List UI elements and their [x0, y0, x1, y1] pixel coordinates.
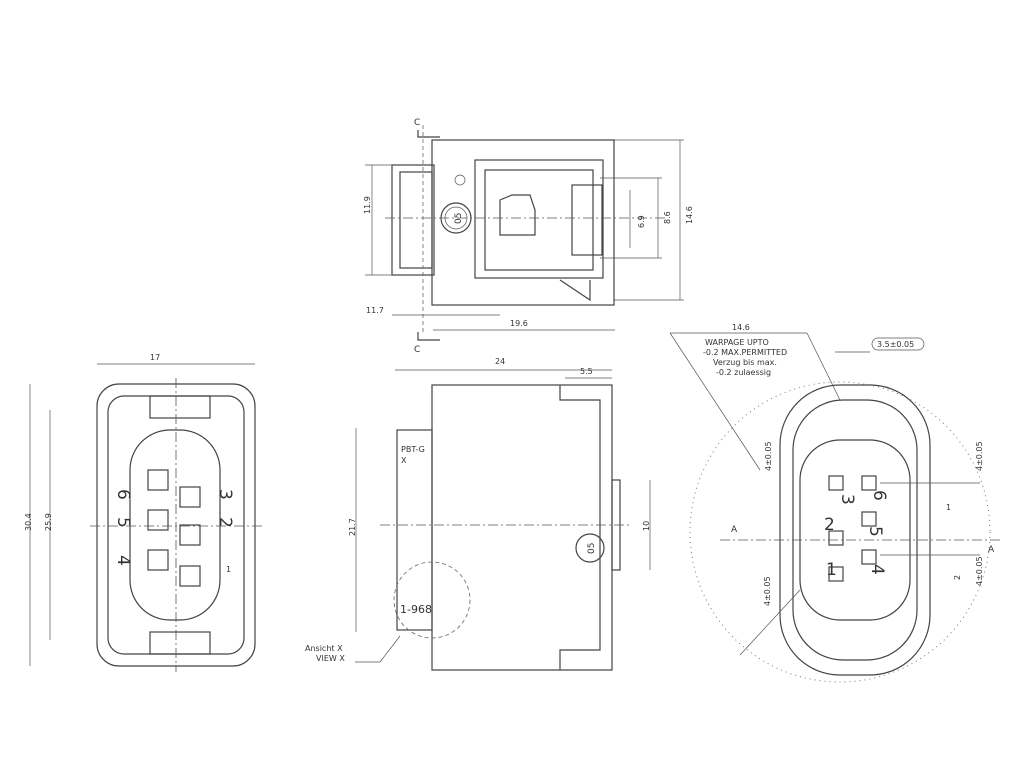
section-a-right: A: [988, 545, 995, 555]
detail-pin-label-5: 5: [865, 526, 885, 537]
detail-pin-5: [861, 511, 877, 527]
detail-dim-pitch: 3.5±0.05: [877, 340, 914, 349]
pin-label-6: 6: [113, 489, 133, 500]
warpage-note-3: Verzug bis max.: [713, 358, 777, 367]
callout-en: VIEW X: [316, 654, 345, 663]
detail-pin-label-3: 3: [837, 494, 857, 505]
detail-cavity: [799, 439, 911, 621]
detail-leader: [739, 589, 801, 656]
callout-leader: [355, 635, 401, 663]
side-dial-icon: [575, 533, 605, 563]
top-lock-tab: [499, 194, 536, 236]
dim-height-left: 11.9: [363, 196, 372, 214]
detail-pin-2: [828, 530, 844, 546]
pin-label-3: 3: [215, 489, 235, 500]
top-view: 05 C C 11.9 6.9 8.6 14.6 11.7 19.6: [363, 118, 694, 355]
detail-tol-left-top: 4±0.05: [764, 441, 773, 471]
top-hole: [454, 174, 466, 186]
detail-tol-right-bottom: 4±0.05: [975, 556, 984, 586]
warpage-leader: [669, 332, 841, 471]
front-view: 6 5 4 3 2 1 17 30.4 25.9: [24, 353, 265, 672]
warpage-note-2: -0.2 MAX.PERMITTED: [703, 348, 787, 357]
pin-label-5: 5: [113, 517, 133, 528]
dim-inner-2: 8.6: [663, 211, 672, 224]
detail-pin-4: [861, 549, 877, 565]
side-step: [559, 385, 601, 670]
front-latch-top: [149, 395, 211, 419]
warpage-note-4: -0.2 zulaessig: [716, 368, 771, 377]
dim-step: 5.5: [580, 367, 593, 376]
front-pin-cavity: [129, 429, 221, 621]
dim-height-side: 21.7: [348, 518, 357, 536]
top-latch: [391, 164, 435, 276]
detail-dim-width: 14.6: [732, 323, 750, 332]
detail-view: 3 2 1 6 5 4 A A 14.6 WARPAGE UPTO -0.2 M…: [669, 323, 1000, 683]
section-c-top-arrow: [417, 130, 440, 138]
front-pins: [147, 469, 201, 587]
side-view: PBT-G X 1-968 05 24 5.5 21.7 10 Ansicht …: [305, 357, 651, 671]
section-c-bottom-label: C: [414, 345, 420, 355]
detail-pin-6: [861, 475, 877, 491]
detail-circle: [393, 561, 471, 639]
top-rib: [571, 184, 603, 256]
section-c-top-label: C: [414, 118, 420, 128]
dim-window: 10: [642, 521, 651, 531]
view-marker: X: [401, 456, 407, 465]
detail-inner: [792, 399, 918, 661]
dim-length: 19.6: [510, 319, 528, 328]
top-latch-inner: [399, 171, 433, 269]
top-window-inner: [484, 169, 594, 271]
dim-height-inner: 25.9: [44, 513, 53, 531]
dim-inner-1: 6.9: [637, 215, 646, 228]
detail-pins: [828, 475, 877, 582]
dim-offset: 11.7: [366, 306, 384, 315]
pin-5: [147, 509, 169, 531]
side-dial-label: 05: [587, 543, 597, 554]
front-latch-bottom: [149, 631, 211, 655]
dim-height-outer: 30.4: [24, 513, 33, 531]
dim-width: 17: [150, 353, 160, 362]
part-number: 1-968: [400, 603, 432, 616]
pin-1: [179, 565, 201, 587]
detail-boundary: [689, 381, 991, 683]
pin-2: [179, 524, 201, 546]
pin-4: [147, 549, 169, 571]
top-window: [474, 159, 604, 279]
section-a-left: A: [731, 525, 738, 535]
pin-label-2: 2: [215, 517, 235, 528]
detail-pin-label-4: 4: [867, 564, 887, 575]
callout-de: Ansicht X: [305, 644, 343, 653]
detail-pin-1: [828, 566, 844, 582]
warpage-note-1: WARPAGE UPTO: [705, 338, 769, 347]
detail-pin-3: [828, 475, 844, 491]
side-latch: [396, 429, 433, 631]
pin-label-1: 1: [226, 565, 231, 574]
detail-pin-label-1: 1: [826, 560, 837, 580]
detail-tol-right-top: 4±0.05: [975, 441, 984, 471]
detail-outline: [779, 384, 931, 676]
pin-label-4: 4: [113, 555, 133, 566]
pin-3: [179, 486, 201, 508]
dim-length-side: 24: [495, 357, 505, 366]
detail-dim-small-1: 1: [946, 503, 951, 512]
dim-height-right: 14.6: [685, 206, 694, 224]
detail-pin-label-2: 2: [824, 515, 835, 535]
detail-pin-label-6: 6: [869, 490, 889, 501]
detail-dim-small-2: 2: [953, 575, 962, 580]
top-hook: [559, 279, 591, 302]
pitch-box: [871, 337, 925, 351]
detail-tol-left-bottom: 4±0.05: [763, 576, 772, 606]
section-c-bottom-arrow: [417, 332, 440, 341]
pin-6: [147, 469, 169, 491]
material-label: PBT-G: [401, 445, 425, 454]
